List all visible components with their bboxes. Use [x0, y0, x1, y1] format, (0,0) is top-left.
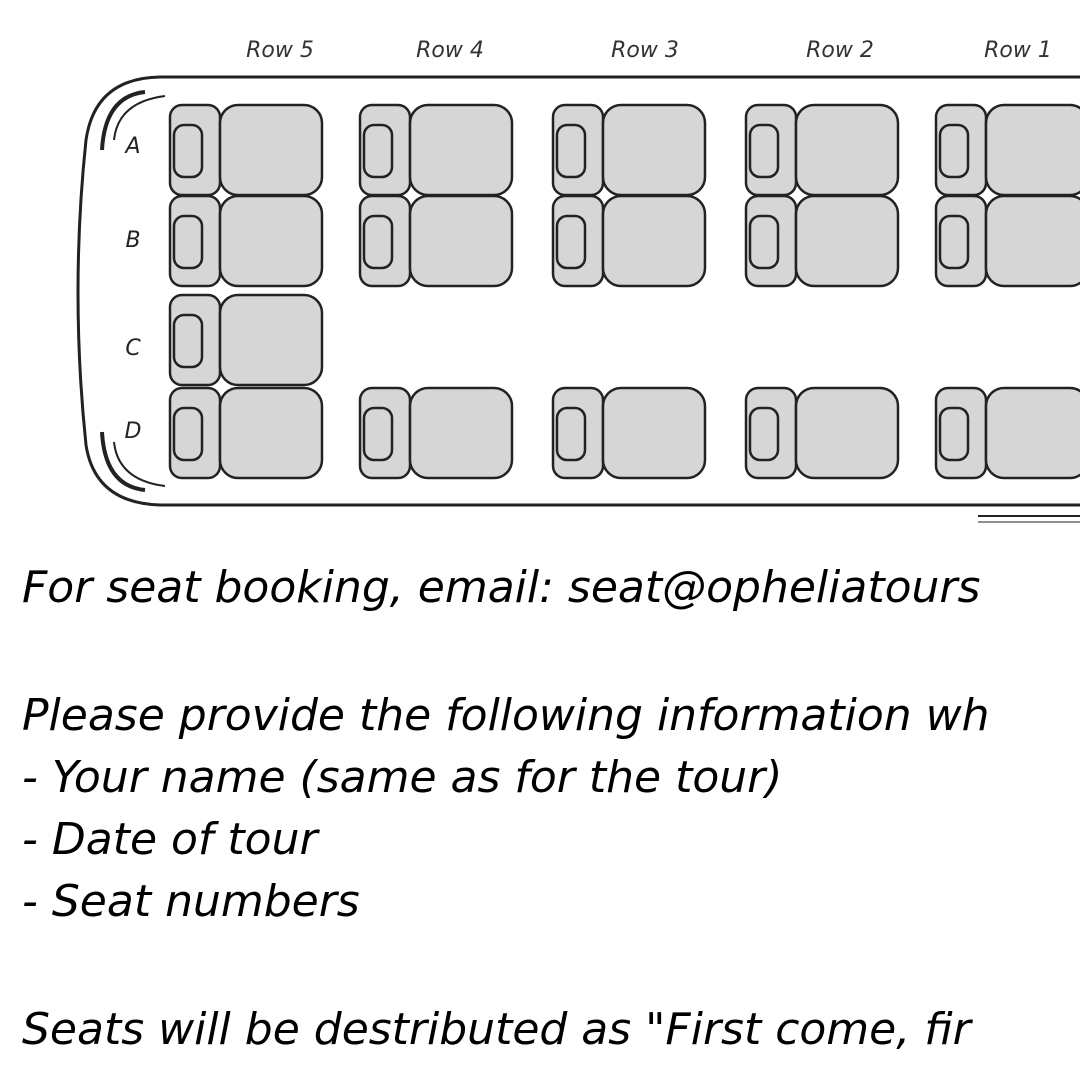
seat-cushion [984, 386, 1080, 480]
seat-headrest [748, 123, 780, 179]
row-label: Row 1 [984, 38, 1052, 63]
seat[interactable] [744, 386, 900, 480]
row-label: Row 3 [611, 38, 679, 63]
bus-front-curve-top [100, 90, 146, 151]
seat-headrest [555, 214, 587, 270]
row-label: Row 2 [806, 38, 874, 63]
seat[interactable] [358, 103, 514, 197]
seat-headrest [362, 214, 394, 270]
seat-headrest [172, 313, 204, 369]
seat-cushion [601, 386, 707, 480]
seat[interactable] [934, 194, 1080, 288]
seat[interactable] [744, 194, 900, 288]
seat[interactable] [168, 386, 324, 480]
row-label: Row 5 [246, 38, 314, 63]
distribution-line: Seats will be destributed as "First come… [22, 1004, 971, 1055]
seat-cushion [408, 386, 514, 480]
seat-cushion [408, 103, 514, 197]
seat-cushion [218, 386, 324, 480]
info-list-item: - Seat numbers [22, 876, 360, 927]
seat-cushion [601, 194, 707, 288]
seat-headrest [172, 123, 204, 179]
seat-grid [168, 103, 1080, 480]
bus-seat-map: Row 5 Row 4 Row 3 Row 2 Row 1 A B C D [76, 38, 1080, 523]
seat-headrest [172, 214, 204, 270]
seat[interactable] [551, 103, 707, 197]
seat[interactable] [168, 293, 324, 387]
seat-cushion [984, 103, 1080, 197]
seat-headrest [555, 123, 587, 179]
seat-headrest [362, 406, 394, 462]
seat-headrest [748, 214, 780, 270]
info-list-item: - Date of tour [22, 814, 318, 865]
seat[interactable] [744, 103, 900, 197]
seat-cushion [218, 103, 324, 197]
bus-front-curve-bottom-inner [113, 441, 166, 487]
seat-headrest [748, 406, 780, 462]
seat-cushion [984, 194, 1080, 288]
seat-cushion [218, 194, 324, 288]
seat-cushion [794, 194, 900, 288]
seat-headrest [172, 406, 204, 462]
seat[interactable] [934, 386, 1080, 480]
seat-letter-label: D [125, 419, 142, 444]
seat[interactable] [358, 386, 514, 480]
seat[interactable] [551, 386, 707, 480]
seat-letter-label: C [125, 336, 141, 361]
bus-front-curve-bottom [100, 431, 146, 492]
provide-info-line: Please provide the following information… [22, 690, 990, 741]
seat-cushion [794, 103, 900, 197]
seat-headrest [938, 214, 970, 270]
seat-headrest [362, 123, 394, 179]
seat[interactable] [934, 103, 1080, 197]
seat-cushion [794, 386, 900, 480]
seat-cushion [601, 103, 707, 197]
seat-cushion [408, 194, 514, 288]
seat[interactable] [551, 194, 707, 288]
booking-email-line: For seat booking, email: seat@opheliatou… [22, 562, 981, 613]
seat-headrest [938, 123, 970, 179]
seat-cushion [218, 293, 324, 387]
seat-letter-label: B [125, 228, 140, 253]
seat-letter-label: A [123, 134, 140, 159]
bus-front-curve-top-inner [113, 95, 166, 141]
seat[interactable] [168, 103, 324, 197]
info-list-item: - Your name (same as for the tour) [22, 752, 783, 803]
row-label: Row 4 [416, 38, 484, 63]
seat[interactable] [358, 194, 514, 288]
seat-headrest [555, 406, 587, 462]
bus-body-outline [76, 75, 1080, 507]
seat[interactable] [168, 194, 324, 288]
seat-headrest [938, 406, 970, 462]
